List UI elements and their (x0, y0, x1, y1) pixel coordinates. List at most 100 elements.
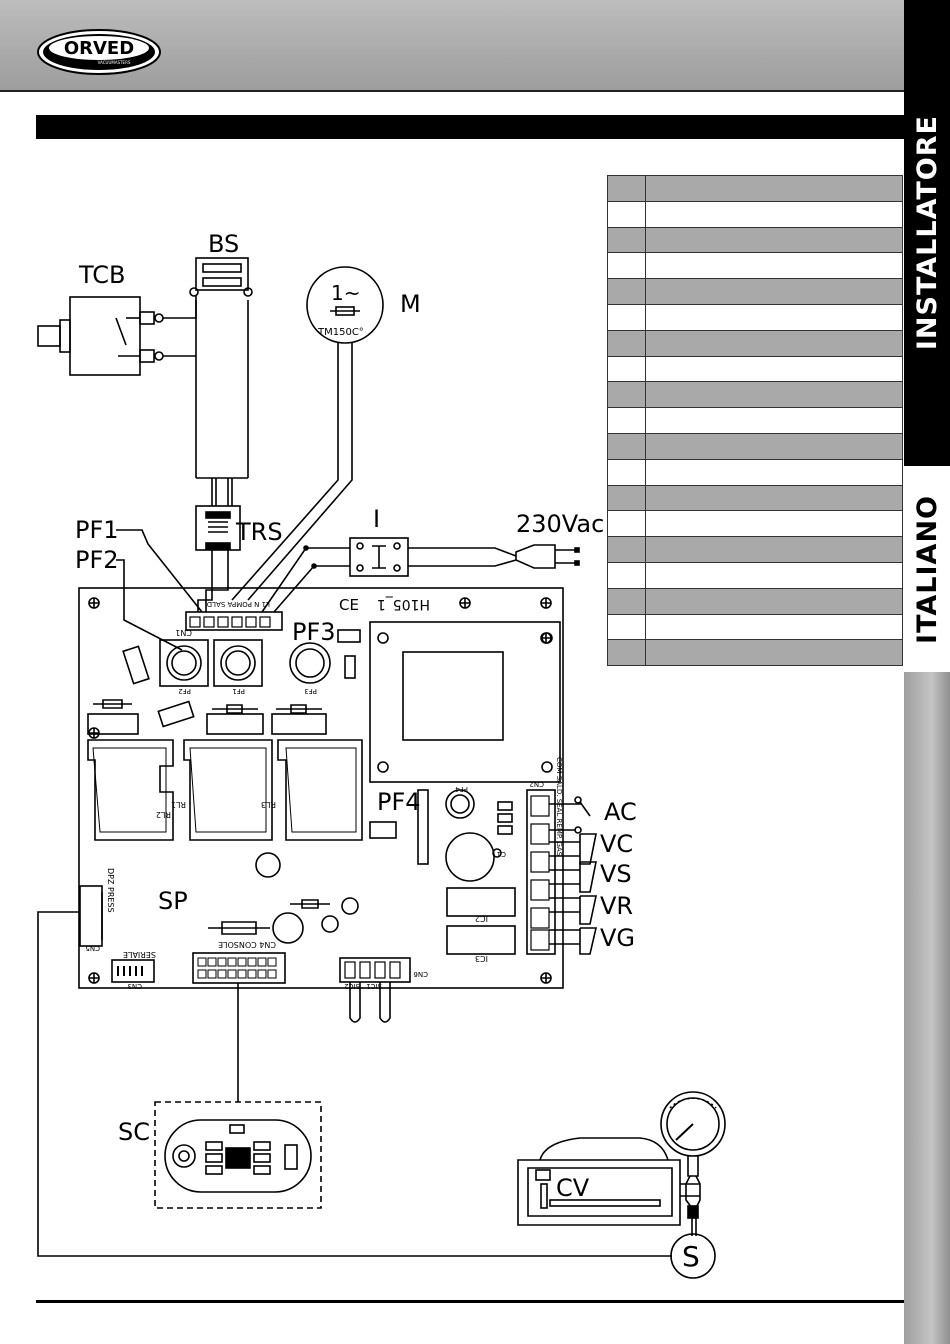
label-trs: TRS (235, 518, 283, 546)
board-cn2: CN2 (529, 780, 544, 788)
legend-number-cell (607, 278, 646, 305)
trs-ferrite (195, 505, 241, 551)
legend-description-cell (645, 381, 903, 409)
label-ac: AC (604, 798, 637, 826)
cv-chamber (517, 1137, 700, 1226)
legend-description-cell (645, 303, 903, 331)
legend-description-cell (645, 200, 903, 228)
board-cn1-pins: L1 N POMPA SALD. (205, 600, 270, 608)
board-sic1: SIC1 (366, 982, 382, 990)
legend-description-cell (645, 561, 903, 589)
legend-row (607, 355, 903, 383)
switch-i (261, 537, 517, 613)
legend-row (607, 510, 903, 538)
legend-number-cell (607, 458, 646, 486)
legend-description-cell (645, 536, 903, 563)
board-id: H105_1 (377, 596, 430, 612)
label-motor-protector: TM150C° (317, 327, 364, 338)
legend-description-cell (645, 329, 903, 357)
legend-number-cell (607, 432, 646, 460)
ce-mark: CE (339, 596, 359, 614)
label-motor: M (400, 290, 421, 318)
legend-description-cell (645, 484, 903, 512)
board-cn6: CN6 (413, 970, 428, 978)
label-vr: VR (600, 892, 633, 920)
label-pf2: PF2 (75, 546, 119, 574)
header-band: ORVED VACUUMASTERS (0, 0, 904, 92)
legend-row (607, 587, 903, 615)
legend-number-cell (607, 252, 646, 280)
section-title-bar (36, 115, 904, 139)
wiring-diagram: TCB BS TRS 1~ M TM150C° (37, 230, 726, 1279)
legend-row (607, 613, 903, 641)
board-cn3: CN3 (127, 982, 142, 990)
label-pf1: PF1 (75, 516, 119, 544)
legend-description-cell (645, 432, 903, 460)
label-vg: VG (600, 924, 635, 952)
leader-pf1 (116, 529, 203, 613)
label-pf4: PF4 (377, 788, 421, 816)
legend-number-cell (607, 510, 646, 538)
legend-row (607, 536, 903, 563)
label-sc: SC (118, 1118, 150, 1146)
board-sic2: SIC2 (344, 982, 360, 990)
legend-number-cell (607, 613, 646, 641)
label-tcb: TCB (78, 261, 125, 289)
label-vc: VC (600, 830, 633, 858)
legend-row (607, 407, 903, 434)
control-board (78, 587, 564, 1023)
board-c1: C1 (497, 850, 506, 858)
vacuum-gauge (660, 1091, 726, 1236)
legend-row (607, 252, 903, 280)
legend-row (607, 278, 903, 305)
board-pf4: PF4 (455, 785, 468, 793)
side-tab-filler (904, 672, 950, 1344)
legend-description-cell (645, 510, 903, 538)
side-tab-installatore: INSTALLATORE (904, 0, 950, 466)
legend-description-cell (645, 587, 903, 615)
legend-row (607, 561, 903, 589)
legend-row (607, 484, 903, 512)
board-rl3: RL3 (261, 800, 276, 809)
side-tab-italiano-label: ITALIANO (911, 494, 943, 644)
motor-m (231, 266, 384, 601)
legend-number-cell (607, 381, 646, 409)
label-motor-phase: 1~ (331, 281, 360, 305)
legend-row (607, 432, 903, 460)
legend-number-cell (607, 484, 646, 512)
legend-row (607, 200, 903, 228)
board-pf1: PF1 (232, 687, 245, 695)
label-vs: VS (600, 860, 632, 888)
legend-row (607, 639, 903, 667)
side-tab-italiano: ITALIANO (904, 466, 950, 672)
orved-logo: ORVED VACUUMASTERS (37, 29, 161, 75)
label-switch: I (373, 505, 380, 533)
brand-tagline: VACUUMASTERS (98, 60, 131, 65)
board-seriale: SERIALE (123, 950, 156, 959)
label-sp: SP (158, 887, 188, 915)
label-bs: BS (208, 230, 239, 258)
legend-number-cell (607, 561, 646, 589)
wires-tcb-bs (163, 296, 249, 506)
valve-outputs (549, 796, 598, 955)
legend-description-cell (645, 278, 903, 305)
board-cn1: CN1 (175, 628, 192, 637)
legend-row (607, 458, 903, 486)
board-cn5: CN5 (85, 944, 100, 952)
board-ic3: IC3 (475, 954, 488, 963)
legend-number-cell (607, 355, 646, 383)
board-pf2: PF2 (178, 687, 191, 695)
footer-rule (36, 1300, 904, 1303)
legend-description-cell (645, 252, 903, 280)
bs-fuse (189, 257, 253, 297)
legend-row (607, 381, 903, 409)
brand-name: ORVED (64, 38, 134, 59)
board-dpz: DPZ PRESS (106, 868, 115, 913)
legend-number-cell (607, 226, 646, 254)
mains-plug (515, 544, 580, 569)
legend-number-cell (607, 639, 646, 667)
legend-table (607, 175, 903, 667)
legend-body (607, 175, 903, 667)
mounting-holes (88, 597, 552, 984)
legend-description-cell (645, 407, 903, 434)
